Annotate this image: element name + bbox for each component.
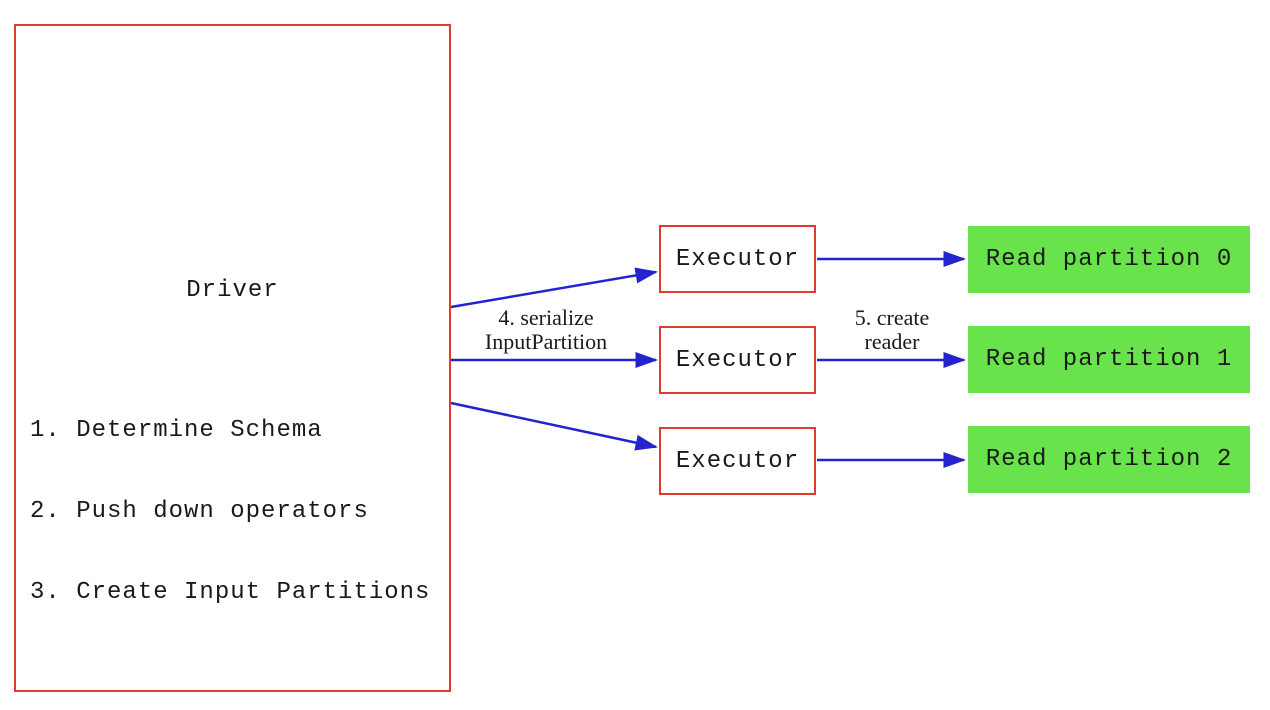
executor-box-2: Executor bbox=[659, 427, 816, 495]
executor-label-1: Executor bbox=[675, 346, 800, 374]
driver-steps-list: 1. Determine Schema 2. Push down operato… bbox=[30, 363, 430, 660]
arrow-driver-to-executor-0 bbox=[450, 267, 658, 309]
read-partition-label-0: Read partition 0 bbox=[985, 246, 1233, 273]
read-partition-box-2: Read partition 2 bbox=[968, 426, 1250, 493]
serialize-label-line1: 4. serialize bbox=[498, 305, 594, 330]
executor-box-1: Executor bbox=[659, 326, 816, 394]
read-partition-label-1: Read partition 1 bbox=[985, 346, 1233, 373]
executor-label-2: Executor bbox=[675, 447, 800, 475]
read-partition-label-2: Read partition 2 bbox=[985, 446, 1233, 473]
executor-label-0: Executor bbox=[675, 245, 800, 273]
reader-label-line1: 5. create bbox=[854, 305, 930, 330]
serialize-label-line2: InputPartition bbox=[484, 329, 608, 354]
driver-step-3: 3. Create Input Partitions bbox=[30, 579, 431, 606]
executor-box-0: Executor bbox=[659, 225, 816, 293]
driver-step-2: 2. Push down operators bbox=[30, 498, 369, 525]
read-partition-box-0: Read partition 0 bbox=[968, 226, 1250, 293]
create-reader-label: 5. create reader bbox=[818, 306, 966, 354]
driver-step-1: 1. Determine Schema bbox=[30, 417, 323, 444]
arrow-driver-to-executor-2 bbox=[450, 401, 658, 451]
serialize-inputpartition-label: 4. serialize InputPartition bbox=[446, 306, 646, 354]
driver-title: Driver bbox=[186, 277, 279, 304]
reader-label-line2: reader bbox=[864, 329, 920, 354]
driver-box bbox=[14, 24, 451, 692]
read-partition-box-1: Read partition 1 bbox=[968, 326, 1250, 393]
